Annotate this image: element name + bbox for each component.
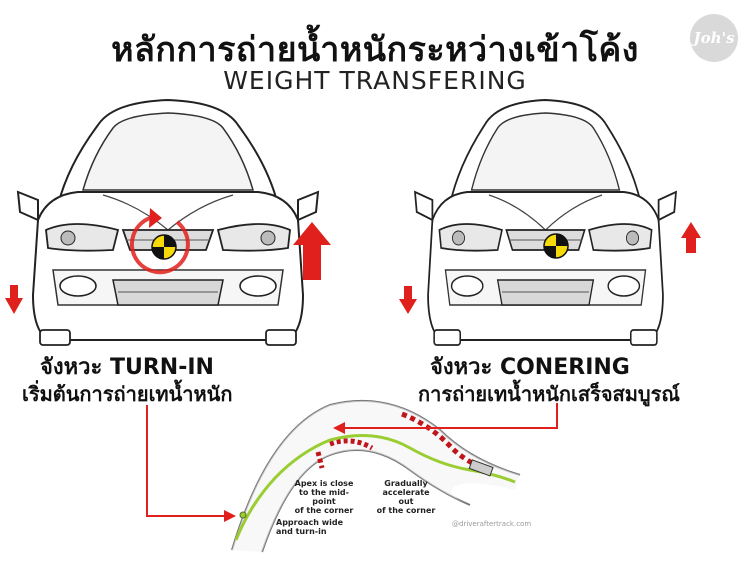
phase-desc-cornering: การถ่ายเทน้ำหนักเสร็จสมบูรณ์ — [418, 382, 680, 406]
annotation-accelerate: Gradually accelerate out of the corner — [376, 479, 436, 515]
logo-badge: Joh's — [690, 14, 738, 62]
title-english: WEIGHT TRANSFERING — [223, 66, 527, 95]
arrow-down-left-car2 — [399, 286, 417, 314]
car-drawing-cornering — [414, 99, 677, 346]
connector-arrow-turn-in — [146, 405, 236, 522]
arrow-down-left-car1 — [5, 285, 23, 314]
connector-arrow-cornering — [333, 403, 558, 434]
arrow-up-right-car2 — [681, 222, 701, 253]
arrow-up-right-car1 — [293, 222, 331, 280]
title-thai: หลักการถ่ายน้ำหนักระหว่างเข้าโค้ง — [111, 30, 639, 70]
car-drawing-turn-in — [17, 99, 319, 346]
annotation-apex: Apex is close to the mid-point of the co… — [294, 479, 354, 515]
phase-label-turn-in: จังหวะ TURN-IN — [40, 355, 214, 380]
race-track — [231, 399, 521, 553]
watermark-text: @driveraftertrack.com — [452, 520, 532, 528]
phase-desc-turn-in: เริ่มต้นการถ่ายเทน้ำหนัก — [22, 382, 233, 406]
annotation-approach: Approach wide and turn-in — [276, 518, 343, 536]
phase-label-cornering: จังหวะ CONERING — [430, 355, 630, 380]
